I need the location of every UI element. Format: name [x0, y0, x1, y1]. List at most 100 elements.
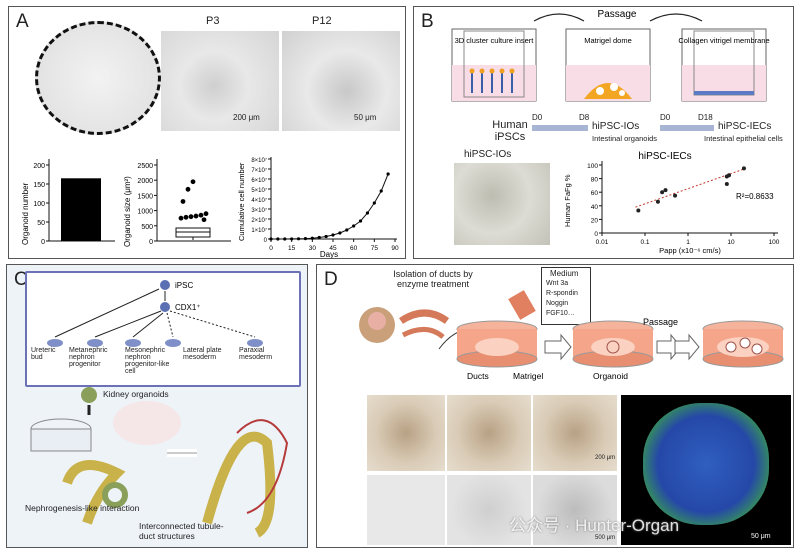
box-plot-point	[178, 215, 184, 221]
growth-point	[352, 224, 356, 228]
medium-item-0: Wnt 3a	[546, 280, 569, 287]
organoid-size-ylabel: Organoid size (μm²)	[123, 176, 132, 247]
duct-micrograph-1	[367, 395, 445, 471]
growth-point	[269, 237, 273, 241]
iecs-plot-title: hiPSC-IECs	[638, 151, 691, 162]
d-scale-2: 500 μm	[595, 535, 616, 541]
growth-y-tick-label: 4×10⁷	[251, 197, 267, 204]
membrane-well	[681, 28, 767, 102]
medium-item-1: R-spondin	[546, 290, 578, 297]
box-plot-point	[203, 211, 209, 217]
fafg-y-tick-label: 20	[591, 217, 599, 224]
ducts-label: Ducts	[467, 371, 489, 381]
growth-point	[283, 237, 287, 241]
growth-point	[372, 201, 376, 205]
fafg-point	[727, 173, 732, 178]
fafg-point	[663, 188, 668, 193]
organoid-well-image	[35, 21, 161, 135]
fafg-point	[724, 182, 729, 187]
growth-y-tick-label: 1×10⁷	[251, 227, 267, 234]
growth-point	[303, 237, 308, 241]
membrane-label: Collagen vitrigel membrane	[678, 36, 769, 45]
fafg-y-tick-label: 100	[587, 163, 598, 170]
organoid-number-bar	[61, 178, 101, 241]
culture-workflow: Passage Ducts Matrigel Organoid	[359, 290, 784, 381]
organoid-number-ylabel: Organoid number	[21, 182, 30, 245]
watermark: 公众号 · Hunter-Organ	[509, 516, 680, 535]
papp-x-tick-label: 100	[769, 239, 780, 246]
dome-well	[565, 28, 651, 102]
p3-micrograph	[161, 31, 279, 131]
box-y-tick-label: 2000	[137, 178, 153, 185]
growth-xlabel: Days	[320, 250, 338, 259]
growth-x-tick-label: 15	[288, 245, 296, 252]
box-y-tick-label: 0	[149, 239, 153, 246]
growth-point	[358, 219, 363, 223]
matrigel-label: Matrigel	[513, 371, 543, 381]
fluorescence-micrograph: 50 μm	[621, 395, 791, 545]
ios-sub-label: Intestinal organoids	[592, 134, 658, 143]
box-plot-point	[185, 186, 191, 192]
ios-label: hiPSC-IOs	[592, 121, 640, 132]
lineage-box	[25, 271, 301, 387]
human-ipscs-label: Human iPSCs	[492, 119, 528, 143]
growth-point	[345, 228, 349, 232]
col-p3: P3	[206, 15, 220, 27]
box-plot-point	[201, 217, 207, 223]
organoid-micrograph-1	[367, 475, 445, 545]
interconnected-label: Interconnected tubule-duct structures	[139, 521, 224, 541]
d8-label: D8	[579, 113, 590, 122]
panel-d: D Isolation of ducts by enzyme treatment…	[316, 264, 794, 548]
box-plot-point	[198, 212, 204, 218]
growth-x-tick-label: 90	[391, 245, 399, 252]
organoid-micrograph-3	[533, 475, 617, 545]
panel-c: C iPSC CDX1⁺ Ureteric bud Metanephric ne…	[6, 264, 308, 548]
culture-schematic: Passage 3D cluster culture insert Matrig…	[451, 9, 770, 102]
growth-point	[331, 233, 335, 237]
box-y-tick-label: 1000	[137, 209, 153, 216]
papp-x-tick-label: 0.1	[640, 239, 649, 246]
panel-c-label: C	[14, 269, 28, 290]
col-p12: P12	[312, 15, 332, 27]
box-plot-point	[193, 213, 199, 219]
ipsc-label: iPSC	[175, 281, 193, 290]
bar-y-tick-label: 150	[33, 182, 45, 189]
duct-micrograph-2	[447, 395, 531, 471]
metanephric-label: Metanephric nephron progenitor	[69, 347, 108, 368]
growth-x-tick-label: 75	[371, 245, 379, 252]
d0-label-2: D0	[660, 113, 671, 122]
r2-label: R²=0.8633	[736, 192, 774, 201]
growth-y-tick-label: 8×10⁷	[251, 157, 267, 164]
bar-y-tick-label: 0	[41, 239, 45, 246]
timeline-arrow-1	[532, 125, 588, 131]
p12-micrograph	[282, 31, 400, 131]
growth-point	[338, 231, 342, 235]
papp-x-tick-label: 10	[727, 239, 735, 246]
medium-item-3: FGF10…	[546, 310, 575, 317]
mesonephric-label: Mesonephric nephron progenitor-like cell	[125, 347, 170, 375]
box-y-tick-label: 500	[141, 224, 153, 231]
bar-y-tick-label: 200	[33, 163, 45, 170]
fafg-y-tick-label: 0	[594, 231, 598, 238]
fafg-ylabel: Human FaFg %	[563, 174, 572, 227]
fafg-point	[673, 193, 678, 198]
fafg-point	[655, 199, 660, 204]
passage-label: Passage	[598, 9, 637, 20]
nephrogenesis-label: Nephrogenesis-like interaction	[25, 503, 140, 513]
cdx1-label: CDX1⁺	[175, 303, 201, 312]
d-scale-1: 200 μm	[595, 455, 616, 461]
fafg-y-tick-label: 60	[591, 190, 599, 197]
growth-point	[386, 172, 390, 176]
paraxial-label: Paraxial mesoderm	[239, 347, 273, 361]
growth-ylabel: Cumulative cell number	[237, 162, 246, 241]
ios-photo-title: hiPSC-IOs	[464, 149, 512, 160]
growth-point	[290, 237, 294, 241]
growth-x-tick-label: 45	[329, 245, 337, 252]
growth-point	[365, 211, 370, 215]
growth-x-tick-label: 0	[269, 245, 273, 252]
ios-micrograph	[454, 163, 550, 245]
